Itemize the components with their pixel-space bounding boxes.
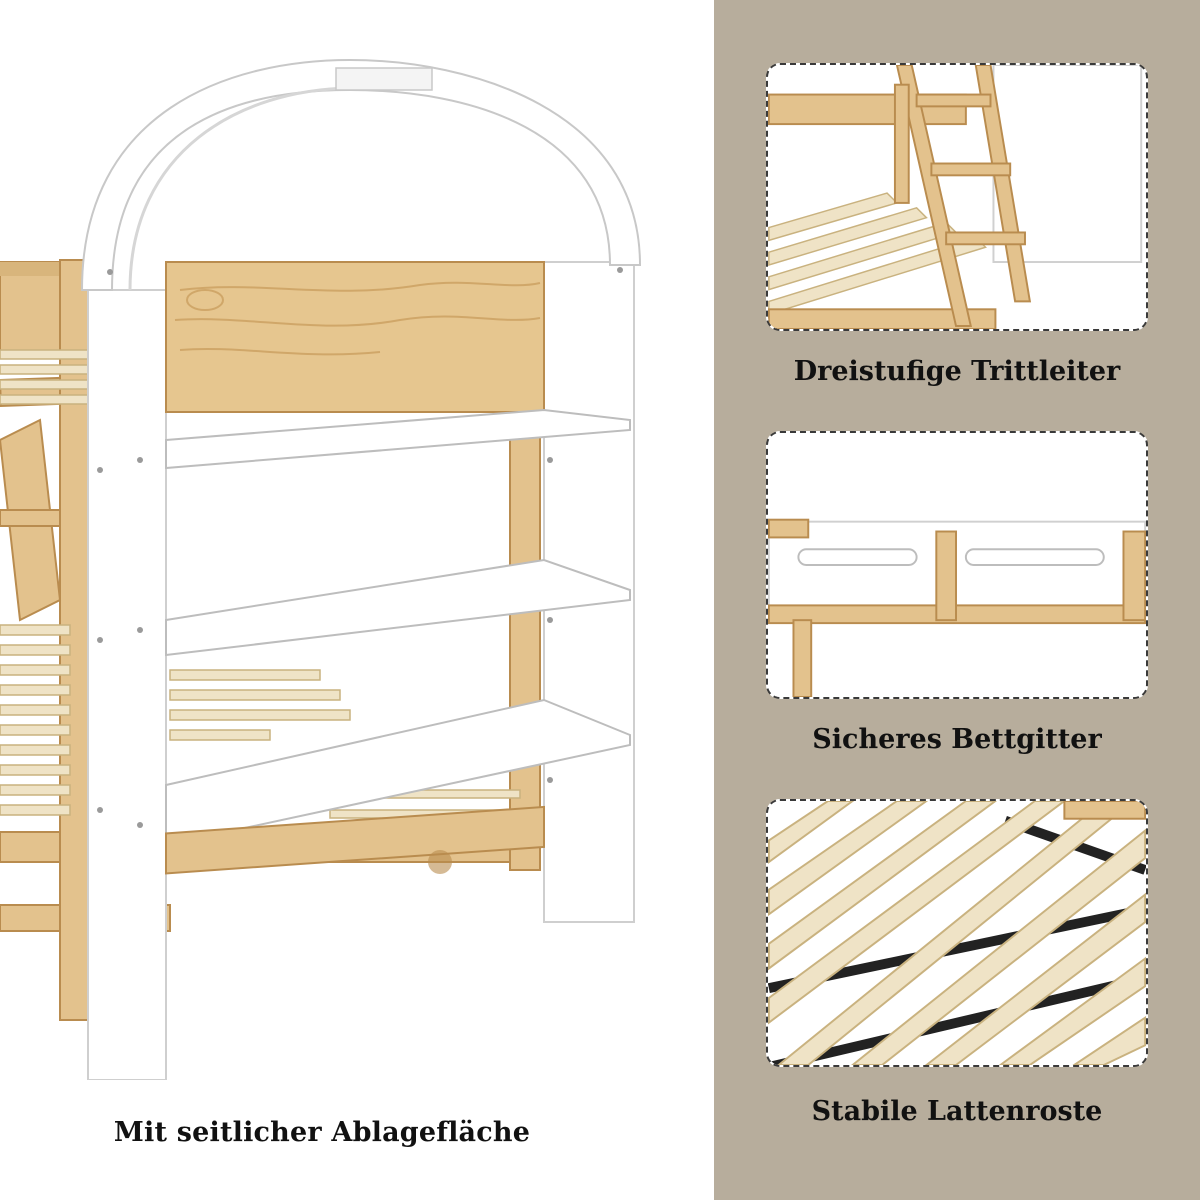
arch	[80, 58, 642, 291]
lower-slats	[0, 624, 521, 819]
bookshelf-bed-illustration	[0, 58, 642, 1080]
product-image-panel: Mit seitlicher Ablagefläche	[0, 58, 642, 1148]
front-rails	[165, 805, 545, 875]
detail-card-slats	[766, 799, 1148, 1067]
ladder-side	[0, 418, 62, 622]
wood-grain	[174, 281, 541, 356]
screw-dots	[97, 267, 623, 828]
shelves	[165, 408, 631, 847]
detail-card-rail	[766, 431, 1148, 699]
detail-caption-rail: Sicheres Bettgitter	[812, 724, 1102, 755]
slatted-frame-illustration	[768, 801, 1146, 1065]
ladder-illustration	[768, 65, 1146, 329]
detail-caption-ladder: Dreistufige Trittleiter	[793, 356, 1121, 387]
detail-caption-slats: Stabile Lattenroste	[811, 1096, 1103, 1127]
bed-rail-illustration	[768, 433, 1146, 697]
detail-card-ladder	[766, 63, 1148, 331]
main-caption: Mit seitlicher Ablagefläche	[113, 1117, 531, 1148]
